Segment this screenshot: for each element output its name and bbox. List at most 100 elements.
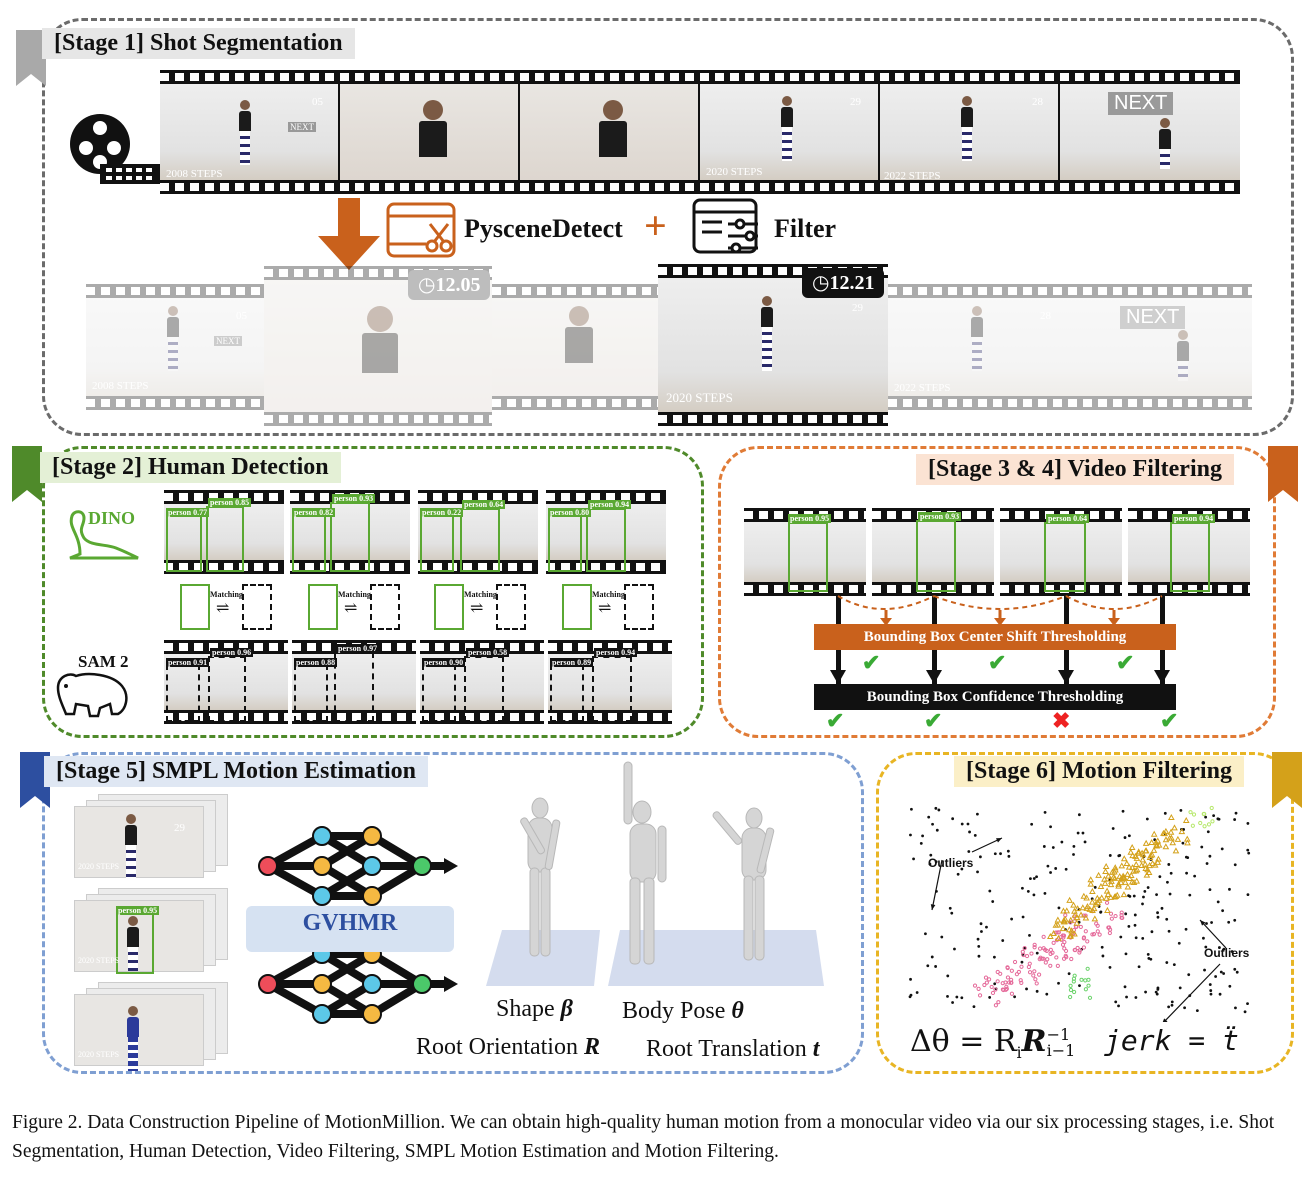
scatter-point (1060, 907, 1067, 914)
scatter-point (1113, 913, 1118, 919)
outlier-arrowhead (996, 838, 1002, 843)
scatter-point (1208, 888, 1212, 892)
scatter-point (1246, 1002, 1249, 1006)
formula1-sup: −1 (1046, 1025, 1071, 1044)
scatter-point (1106, 925, 1111, 930)
scatter-point (1068, 927, 1075, 934)
center-shift-arcs (837, 595, 1163, 626)
scatter-point (1050, 929, 1057, 936)
scatter-point (995, 979, 1000, 984)
time-value-2: 12.21 (829, 272, 875, 294)
scatter-point (1139, 851, 1147, 858)
scatter-point (1103, 887, 1111, 894)
scatter-point (929, 853, 933, 857)
scatter-point (1234, 1006, 1237, 1010)
scatter-point (1007, 980, 1012, 985)
scatter-point (1075, 945, 1080, 951)
scatter-point (921, 834, 924, 838)
sam-label-3b: person 0.58 (466, 648, 510, 657)
scatter-point (1090, 905, 1098, 912)
scatter-point (1097, 882, 1105, 890)
scatter-point (1078, 924, 1083, 930)
scatter-point (1083, 904, 1091, 911)
scatter-point (1068, 987, 1074, 993)
scatter-point (1185, 871, 1188, 875)
scatter-point (1079, 904, 1087, 911)
scatter-point (1133, 877, 1141, 884)
dino-icon (69, 510, 139, 560)
scatter-point (1099, 910, 1103, 914)
scatter-point (1019, 964, 1024, 969)
scatter-point (1124, 870, 1131, 877)
scatter-point (1166, 880, 1169, 884)
scatter-point (1204, 815, 1208, 819)
frame-text-2: 05 (312, 96, 323, 108)
scatter-point (909, 833, 912, 837)
scatter-point (928, 862, 932, 866)
down-arrow-icon (318, 198, 380, 270)
scatter-point (1020, 949, 1025, 954)
scatter-point (1048, 963, 1053, 968)
scatter-point (1016, 969, 1022, 975)
cross-icon: ✖ (1052, 708, 1071, 733)
scatter-point (1036, 972, 1042, 977)
frame-text-4: 2020 STEPS (706, 166, 763, 178)
trans-symbol: t (812, 1036, 820, 1062)
scatter-point (1139, 856, 1147, 863)
scatter-point (960, 996, 964, 1000)
scatter-point (1082, 914, 1090, 921)
scatter-point (1077, 911, 1085, 918)
scatter-point (1233, 967, 1237, 971)
scatter-point (1155, 992, 1159, 996)
stage1-bottom-film-selected1 (264, 266, 492, 426)
scatter-point (1042, 845, 1046, 848)
scatter-point (996, 1000, 1001, 1005)
figure-caption: Figure 2. Data Construction Pipeline of … (12, 1112, 1275, 1162)
scatter-point (1043, 891, 1047, 895)
scatter-point (1118, 862, 1126, 869)
scatter-point (1206, 822, 1212, 827)
scatter-point (1043, 960, 1048, 965)
scatter-point (912, 857, 915, 861)
scatter-point (1138, 862, 1145, 869)
check-icon: ✔ (1160, 708, 1179, 733)
matching-group-3: Matching ⇌ (434, 584, 526, 630)
scatter-point (934, 860, 938, 864)
outlier-arrowhead (930, 904, 936, 910)
sam-label-4b: person 0.94 (594, 648, 638, 657)
scatter-point (1111, 874, 1119, 881)
scatter-point (1167, 1005, 1171, 1009)
time-badge-1: ◷12.05 (408, 270, 491, 300)
vf-label-3: person 0.64 (1046, 514, 1090, 523)
frame-stack-3 (74, 982, 230, 1066)
scatter-point (1108, 911, 1114, 916)
scatter-point (1030, 822, 1034, 826)
swap-arrows-icon: ⇌ (598, 600, 612, 617)
scatter-point (1200, 845, 1204, 849)
scatter-point (1150, 930, 1154, 934)
scatter-point (1178, 986, 1182, 990)
scatter-point (1077, 950, 1082, 955)
scatter-point (1115, 880, 1122, 887)
stage5-title: [Stage 5] SMPL Motion Estimation (44, 756, 428, 787)
formula-jerk: jerk = ẗ (1104, 1024, 1239, 1057)
scatter-point (1005, 975, 1011, 980)
scatter-point (1169, 871, 1173, 875)
scatter-point (1209, 992, 1213, 996)
scatter-point (946, 995, 949, 998)
pose-label: Body Pose θ (622, 998, 744, 1025)
scatter-point (1048, 947, 1053, 952)
scatter-point (1092, 900, 1100, 907)
scatter-point (1202, 936, 1205, 940)
tool-pyscenedetect: PysceneDetect (464, 214, 623, 243)
scatter-point (966, 822, 970, 826)
scatter-point (1109, 916, 1114, 921)
scatter-point (1095, 929, 1100, 934)
formula1-text: Δθ = R (910, 1024, 1017, 1059)
scatter-point (1070, 901, 1077, 908)
center-shift-bar: Bounding Box Center Shift Thresholding (814, 624, 1176, 650)
sam-label-2b: person 0.97 (336, 644, 380, 653)
stage1-title: [Stage 1] Shot Segmentation (42, 28, 355, 59)
scatter-point (1219, 970, 1223, 974)
scatter-point (1198, 820, 1203, 826)
